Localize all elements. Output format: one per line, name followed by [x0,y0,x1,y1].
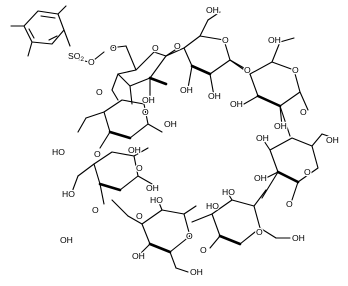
glucose-unit-2 [183,11,245,97]
hydroxyl-label: OH [146,183,159,193]
hydroxyl-label: HO [52,147,65,157]
ring-oxygen-label: O [142,107,149,117]
hydroxyl-label: OH [206,5,219,15]
mesityl-ring [10,5,71,57]
glucose-unit-4 [261,133,335,201]
hydroxyl-label: OH [142,95,155,105]
hydroxyl-label: HO [62,189,75,199]
ring-oxygen-label: O [110,43,117,53]
hydroxyl-label: OH [230,99,243,109]
hydroxyl-label: OH [180,85,193,95]
ring-oxygen-label: O [186,231,193,241]
bridge-oxygen-label: O [136,211,143,221]
ring-oxygen-label: O [222,35,229,45]
ring-oxygen-label: O [152,43,159,53]
sulfonyl-subscript: 2 [80,56,84,63]
hydroxyl-label: OH [132,251,145,261]
glycosidic-links [111,47,291,225]
hydroxyl-label: OH [128,145,141,155]
hydroxyl-label: HO [206,201,219,211]
hydroxyl-label: OH [190,267,203,277]
bridge-oxygen-label: O [174,41,181,51]
glucose-unit-3 [243,37,309,127]
bridge-oxygen-label: O [300,107,307,117]
bridge-oxygen-label: O [96,87,103,97]
bridge-oxygen-label: O [94,149,101,159]
sulfonyl-main-text: SO [68,51,81,61]
hydroxyl-label: OH [164,119,177,129]
hydroxyl-label: OH [254,173,267,183]
hydroxyl-label: OH [60,235,73,245]
ester-oxygen-label: O [88,57,95,67]
atom-labels: SO2 O O O O OH OH OH O OH O OH O OH OH O… [51,4,340,279]
glucose-unit-6 [139,199,197,273]
glucose-unit-8 [71,147,153,205]
ring-oxygen-label: O [304,167,311,177]
glucose-unit-5 [209,189,291,249]
ring-oxygen-label: O [136,163,143,173]
bridge-oxygen-label: O [92,205,99,215]
hydroxyl-label: OH [268,35,281,45]
ring-oxygen-label: O [256,227,263,237]
hydroxyl-label: OH [292,233,305,243]
sulfonyl-linker [75,51,105,63]
glucose-unit-7 [77,99,163,149]
ring-oxygen-label: O [292,65,299,75]
hydroxyl-label: OH [326,135,339,145]
hydroxyl-label: OH [274,121,287,131]
hydroxyl-label: HO [222,187,235,197]
bridge-oxygen-label: O [200,245,207,255]
hydroxyl-label: OH [208,91,221,101]
hydroxyl-label: OH [256,133,269,143]
bridge-oxygen-label: O [244,65,251,75]
sulfonyl-label: SO2 [68,51,84,63]
hydroxyl-label: HO [150,195,163,205]
bridge-oxygen-label: O [286,199,293,209]
